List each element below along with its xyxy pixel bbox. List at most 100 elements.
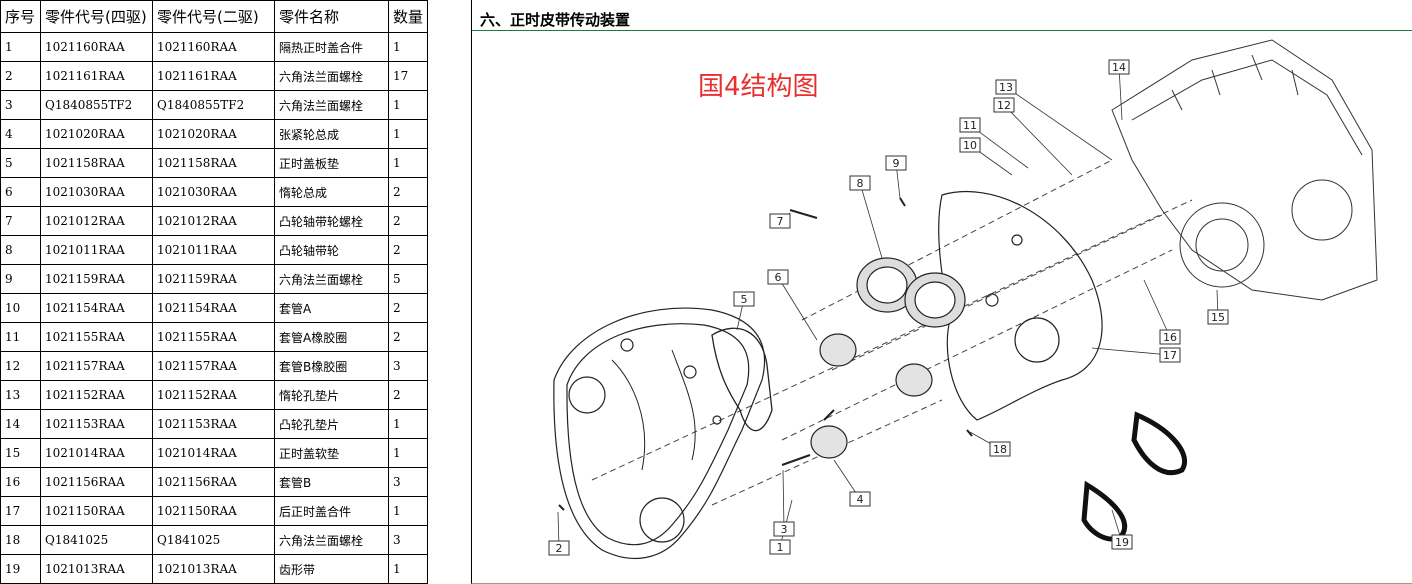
header-quantity[interactable]: 数量: [387, 0, 429, 33]
cell-part-no-2wd[interactable]: 1021013RAA: [152, 554, 275, 584]
cell-part-no-2wd[interactable]: 1021020RAA: [152, 119, 275, 149]
cell-part-no-4wd[interactable]: 1021152RAA: [40, 380, 153, 410]
cell-index[interactable]: 2: [0, 61, 41, 91]
cell-part-no-2wd[interactable]: 1021152RAA: [152, 380, 275, 410]
cell-index[interactable]: 1: [0, 32, 41, 62]
cell-part-name[interactable]: 惰轮孔垫片: [274, 380, 389, 410]
cell-part-no-4wd[interactable]: 1021155RAA: [40, 322, 153, 352]
cell-index[interactable]: 13: [0, 380, 41, 410]
cell-part-no-4wd[interactable]: 1021159RAA: [40, 264, 153, 294]
cell-part-no-2wd[interactable]: 1021011RAA: [152, 235, 275, 265]
cell-index[interactable]: 16: [0, 467, 41, 497]
cell-part-name[interactable]: 齿形带: [274, 554, 389, 584]
cell-part-no-2wd[interactable]: Q1841025: [152, 525, 275, 555]
cell-part-name[interactable]: 套管A: [274, 293, 389, 323]
cell-index[interactable]: 10: [0, 293, 41, 323]
cell-index[interactable]: 15: [0, 438, 41, 468]
cell-index[interactable]: 18: [0, 525, 41, 555]
cell-part-name[interactable]: 套管A橡胶圈: [274, 322, 389, 352]
cell-quantity[interactable]: 1: [387, 409, 429, 439]
cell-part-no-4wd[interactable]: 1021012RAA: [40, 206, 153, 236]
cell-part-no-2wd[interactable]: 1021150RAA: [152, 496, 275, 526]
cell-part-no-2wd[interactable]: 1021153RAA: [152, 409, 275, 439]
cell-index[interactable]: 17: [0, 496, 41, 526]
cell-quantity[interactable]: 1: [387, 496, 429, 526]
cell-part-no-4wd[interactable]: 1021011RAA: [40, 235, 153, 265]
cell-part-name[interactable]: 凸轮轴带轮螺栓: [274, 206, 389, 236]
cell-part-name[interactable]: 六角法兰面螺栓: [274, 61, 389, 91]
header-index[interactable]: 序号: [0, 0, 41, 33]
cell-part-no-2wd[interactable]: 1021160RAA: [152, 32, 275, 62]
cell-quantity[interactable]: 1: [387, 438, 429, 468]
cell-quantity[interactable]: 2: [387, 235, 429, 265]
cell-quantity[interactable]: 1: [387, 119, 429, 149]
cell-index[interactable]: 7: [0, 206, 41, 236]
cell-part-name[interactable]: 套管B: [274, 467, 389, 497]
cell-part-no-2wd[interactable]: 1021157RAA: [152, 351, 275, 381]
cell-quantity[interactable]: 1: [387, 148, 429, 178]
cell-quantity[interactable]: 1: [387, 32, 429, 62]
cell-part-no-4wd[interactable]: 1021154RAA: [40, 293, 153, 323]
cell-part-no-2wd[interactable]: 1021159RAA: [152, 264, 275, 294]
cell-quantity[interactable]: 3: [387, 525, 429, 555]
cell-part-no-4wd[interactable]: 1021020RAA: [40, 119, 153, 149]
cell-quantity[interactable]: 3: [387, 351, 429, 381]
cell-index[interactable]: 19: [0, 554, 41, 584]
cell-part-no-2wd[interactable]: 1021030RAA: [152, 177, 275, 207]
cell-part-name[interactable]: 六角法兰面螺栓: [274, 264, 389, 294]
cell-index[interactable]: 3: [0, 90, 41, 120]
cell-index[interactable]: 11: [0, 322, 41, 352]
cell-index[interactable]: 8: [0, 235, 41, 265]
cell-part-no-2wd[interactable]: 1021156RAA: [152, 467, 275, 497]
cell-part-no-4wd[interactable]: 1021161RAA: [40, 61, 153, 91]
cell-part-no-2wd[interactable]: 1021155RAA: [152, 322, 275, 352]
cell-quantity[interactable]: 2: [387, 380, 429, 410]
cell-part-name[interactable]: 凸轮轴带轮: [274, 235, 389, 265]
cell-part-name[interactable]: 正时盖软垫: [274, 438, 389, 468]
cell-quantity[interactable]: 1: [387, 90, 429, 120]
cell-index[interactable]: 6: [0, 177, 41, 207]
cell-part-no-4wd[interactable]: 1021013RAA: [40, 554, 153, 584]
cell-part-no-4wd[interactable]: 1021157RAA: [40, 351, 153, 381]
cell-part-name[interactable]: 后正时盖合件: [274, 496, 389, 526]
cell-quantity[interactable]: 2: [387, 206, 429, 236]
cell-part-no-4wd[interactable]: 1021150RAA: [40, 496, 153, 526]
cell-part-name[interactable]: 套管B橡胶圈: [274, 351, 389, 381]
cell-index[interactable]: 4: [0, 119, 41, 149]
cell-part-name[interactable]: 正时盖板垫: [274, 148, 389, 178]
cell-part-name[interactable]: 张紧轮总成: [274, 119, 389, 149]
header-part-no-2wd[interactable]: 零件代号(二驱): [152, 0, 275, 33]
cell-part-name[interactable]: 凸轮孔垫片: [274, 409, 389, 439]
cell-part-no-4wd[interactable]: 1021030RAA: [40, 177, 153, 207]
cell-part-no-4wd[interactable]: 1021153RAA: [40, 409, 153, 439]
cell-quantity[interactable]: 3: [387, 467, 429, 497]
cell-index[interactable]: 12: [0, 351, 41, 381]
header-part-name[interactable]: 零件名称: [274, 0, 389, 33]
header-part-no-4wd[interactable]: 零件代号(四驱): [40, 0, 153, 33]
cell-part-name[interactable]: 六角法兰面螺栓: [274, 90, 389, 120]
cell-part-no-4wd[interactable]: Q1840855TF2: [40, 90, 153, 120]
cell-part-name[interactable]: 隔热正时盖合件: [274, 32, 389, 62]
cell-quantity[interactable]: 17: [387, 61, 429, 91]
cell-quantity[interactable]: 2: [387, 293, 429, 323]
cell-part-no-2wd[interactable]: 1021014RAA: [152, 438, 275, 468]
cell-part-name[interactable]: 六角法兰面螺栓: [274, 525, 389, 555]
cell-part-name[interactable]: 惰轮总成: [274, 177, 389, 207]
cell-index[interactable]: 5: [0, 148, 41, 178]
cell-quantity[interactable]: 2: [387, 177, 429, 207]
cell-quantity[interactable]: 5: [387, 264, 429, 294]
cell-part-no-2wd[interactable]: 1021154RAA: [152, 293, 275, 323]
cell-part-no-2wd[interactable]: Q1840855TF2: [152, 90, 275, 120]
cell-index[interactable]: 9: [0, 264, 41, 294]
cell-part-no-4wd[interactable]: 1021156RAA: [40, 467, 153, 497]
cell-part-no-2wd[interactable]: 1021012RAA: [152, 206, 275, 236]
cell-part-no-2wd[interactable]: 1021158RAA: [152, 148, 275, 178]
cell-part-no-4wd[interactable]: 1021158RAA: [40, 148, 153, 178]
cell-part-no-4wd[interactable]: 1021014RAA: [40, 438, 153, 468]
cell-part-no-4wd[interactable]: 1021160RAA: [40, 32, 153, 62]
cell-quantity[interactable]: 2: [387, 322, 429, 352]
cell-index[interactable]: 14: [0, 409, 41, 439]
cell-part-no-4wd[interactable]: Q1841025: [40, 525, 153, 555]
cell-quantity[interactable]: 1: [387, 554, 429, 584]
cell-part-no-2wd[interactable]: 1021161RAA: [152, 61, 275, 91]
